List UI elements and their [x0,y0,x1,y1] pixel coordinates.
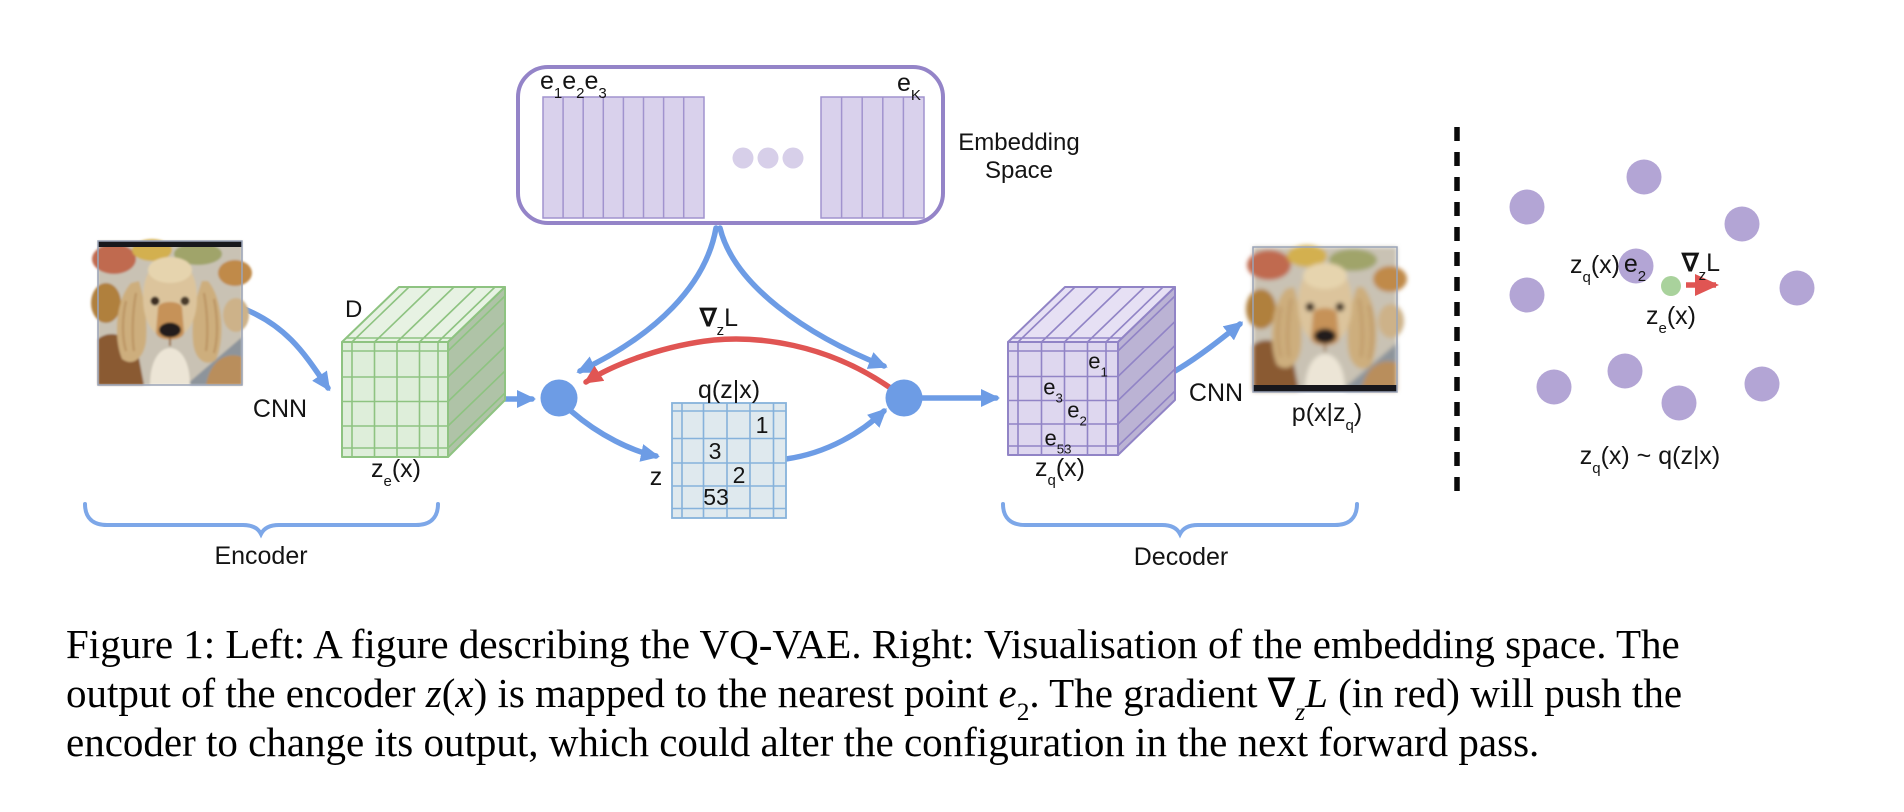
encoder-brace-label: Encoder [214,542,308,570]
encoder-brace [83,502,440,539]
embedding-points [1509,159,1815,421]
arrow-left-node-to-grid [568,408,660,462]
encoder-output-label: ze(x) [371,455,421,490]
braces [83,502,1359,539]
grid-cell-value: 3 [708,437,722,464]
figure-caption: Figure 1: Left: A figure describing the … [66,620,1876,767]
codebook-first-entries-label: e1e2e3 [540,67,607,102]
ellipsis-dots-icon [732,147,804,169]
quantized-output-label: zq(x) [1035,454,1085,489]
grid-cell-value: 2 [732,461,746,488]
reconstructed-dog-image [1245,244,1408,393]
depth-label: D [345,296,363,323]
right-panel-zq-label: zq(x) [1570,251,1620,286]
grid-cell-value: 53 [703,483,729,510]
latent-z-label: z [649,463,663,491]
cube-code-label: e53 [1044,425,1072,457]
right-panel-ze-label: ze(x) [1646,302,1696,337]
left-junction-node [540,379,578,417]
right-panel-distribution-label: zq(x) ~ q(z|x) [1579,442,1721,477]
encoder-output-point [1661,276,1681,296]
cube-code-label: e3 [1043,374,1063,406]
grid-cell-value: 1 [755,411,769,438]
caption-line: encoder to change its output, which coul… [66,719,1540,765]
caption-line: Figure 1: Left: A figure describing the … [66,621,1680,667]
encoder-output-cube [341,286,506,458]
right-panel-gradient-label: ∇zL [1681,249,1721,284]
embedding-space-box [516,65,945,225]
cube-code-label: e1 [1088,348,1108,380]
right-panel-e2-label: e2 [1623,250,1647,285]
encoder-cnn-label: CNN [252,395,308,423]
gradient-label: ∇zL [699,304,739,339]
decoder-brace-label: Decoder [1133,543,1229,571]
vqvae-diagram [83,65,1815,539]
arrow-embedding-to-left-node [576,225,719,374]
posterior-title: q(z|x) [697,376,761,404]
decoder-output-label: p(x|zq) [1291,399,1363,434]
caption-line: output of the encoder z(x) is mapped to … [66,670,1683,726]
embedding-point-e2 [1618,248,1654,284]
codebook-last-entry-label: eK [897,69,921,104]
posterior-grid [671,402,787,519]
input-dog-image [90,238,253,386]
arrow-embedding-to-right-node [717,225,888,369]
gradient-arrow [583,336,892,390]
right-junction-node [885,379,923,417]
arrow-image-to-encoder-cube [239,305,331,392]
decoder-brace [1001,502,1359,539]
decoder-cnn-label: CNN [1188,379,1244,407]
quantized-cube [1007,286,1176,456]
cube-code-label: e2 [1067,397,1087,429]
arrow-grid-to-right-node [783,408,887,462]
